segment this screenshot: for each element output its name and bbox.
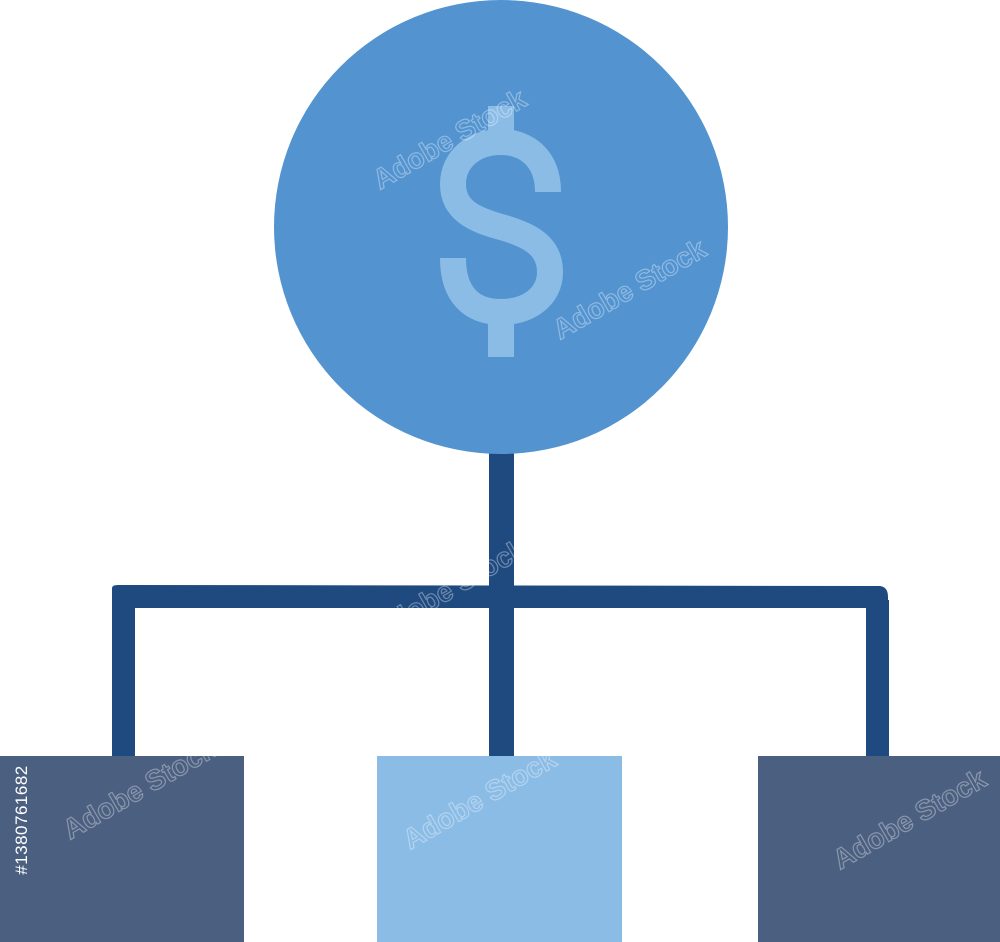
dollar-coin-icon (274, 0, 728, 454)
child-box-left (0, 756, 244, 942)
child-box-center (377, 756, 622, 942)
connector-lines (112, 440, 889, 757)
vertical-connector-left (112, 600, 135, 757)
watermark-text: Adobe Stock (688, 0, 852, 95)
watermark-text: Adobe Stock (708, 413, 872, 526)
vertical-connector-center (489, 600, 514, 757)
dollar-sign-icon (440, 106, 563, 357)
child-box-right (758, 756, 1000, 942)
watermark-text: Adobe Stock (178, 393, 342, 506)
child-boxes (0, 756, 1000, 942)
watermark-text: Adobe Stock (48, 213, 212, 326)
vertical-connector-right (866, 600, 889, 757)
horizontal-connector (112, 585, 888, 608)
watermark-text: Adobe Stock (808, 153, 972, 266)
vertical-connector-top (489, 440, 514, 590)
image-id-text: #1380761682 (12, 765, 31, 875)
watermark-text: Adobe Stock (18, 0, 182, 65)
